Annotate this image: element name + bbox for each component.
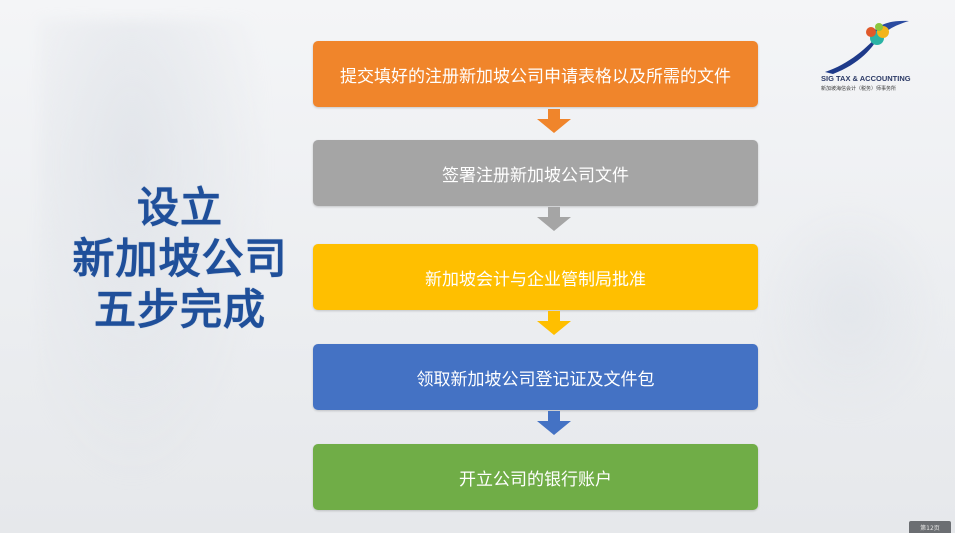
- title-line-2: 新加坡公司: [72, 234, 288, 283]
- swoosh-logo-icon: [825, 20, 909, 74]
- step-1-box: 提交填好的注册新加坡公司申请表格以及所需的文件: [313, 41, 758, 107]
- title-line-1: 设立: [136, 183, 223, 232]
- step-1-label: 提交填好的注册新加坡公司申请表格以及所需的文件: [340, 66, 731, 87]
- down-arrow-icon: [537, 109, 571, 133]
- down-arrow-icon: [537, 311, 571, 335]
- down-arrow-icon: [537, 207, 571, 231]
- step-5-box: 开立公司的银行账户: [313, 444, 758, 510]
- slide-title: 设立 新加坡公司 五步完成: [60, 182, 300, 335]
- company-logo: SIG TAX & ACCOUNTING 新加坡海信会计（税务）师事务所: [815, 18, 920, 98]
- page-indicator: 第12页: [909, 521, 951, 533]
- step-5-label: 开立公司的银行账户: [459, 469, 612, 490]
- background-blur-left: [40, 20, 270, 490]
- step-2-label: 签署注册新加坡公司文件: [442, 165, 629, 186]
- step-4-box: 领取新加坡公司登记证及文件包: [313, 344, 758, 410]
- down-arrow-icon: [537, 411, 571, 435]
- logo-subtitle: 新加坡海信会计（税务）师事务所: [821, 86, 897, 92]
- title-line-3: 五步完成: [93, 285, 266, 334]
- step-3-box: 新加坡会计与企业管制局批准: [313, 244, 758, 310]
- background-blur-right: [760, 200, 940, 420]
- step-4-label: 领取新加坡公司登记证及文件包: [416, 369, 655, 390]
- step-2-box: 签署注册新加坡公司文件: [313, 140, 758, 206]
- logo-name: SIG TAX & ACCOUNTING: [821, 74, 911, 83]
- step-3-label: 新加坡会计与企业管制局批准: [425, 269, 646, 290]
